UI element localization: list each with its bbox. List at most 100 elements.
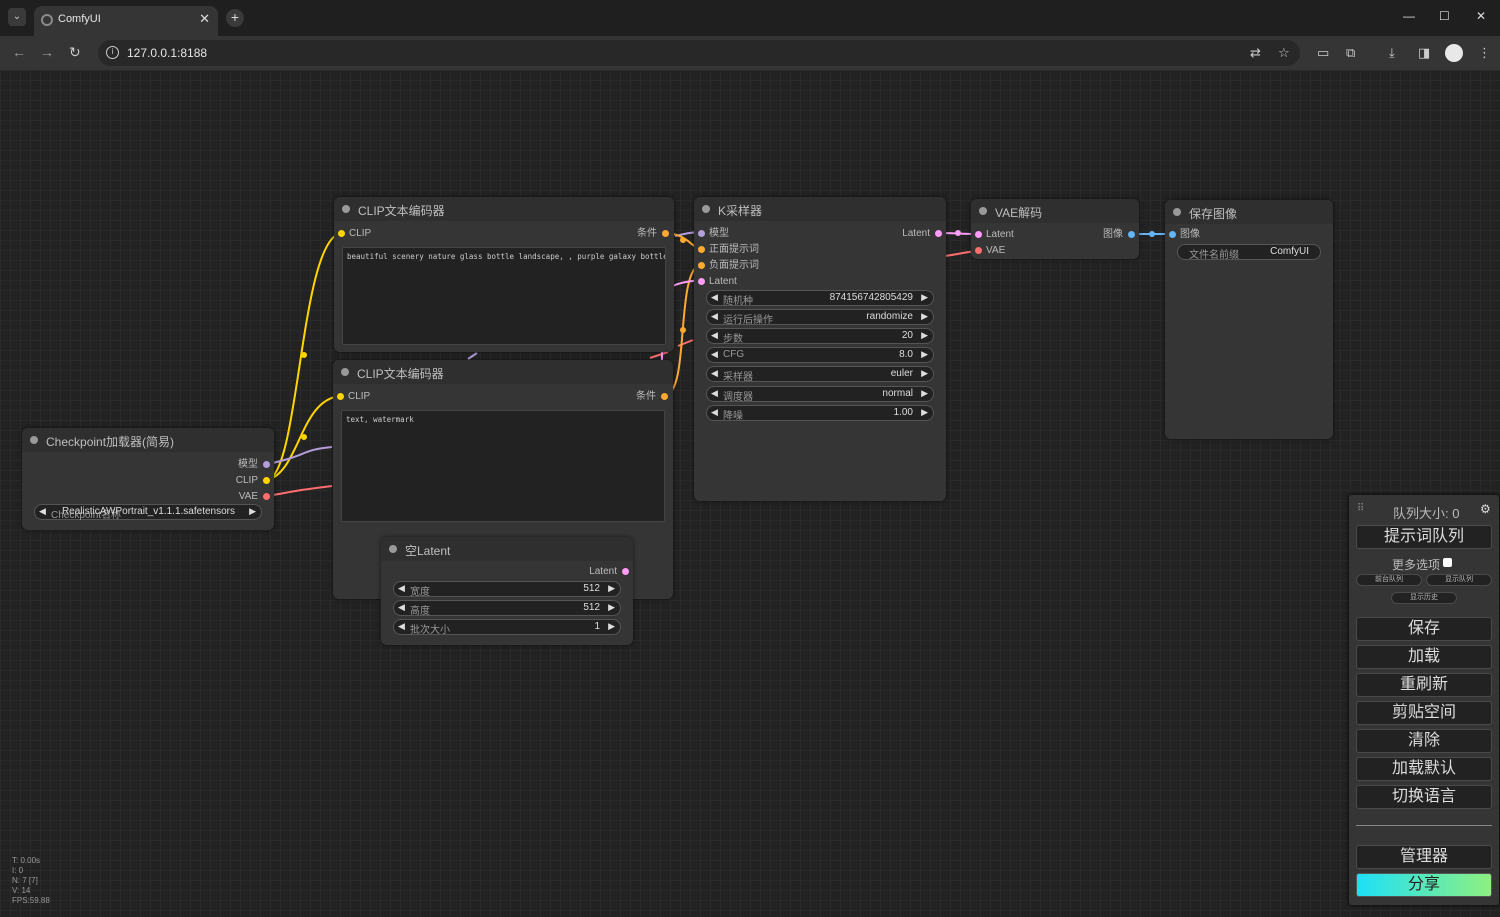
node-header[interactable]: 空Latent [381,537,633,561]
maximize-button[interactable]: ☐ [1439,9,1450,23]
manager-button[interactable]: 管理器 [1356,845,1492,869]
batch-size-widget[interactable]: ◀ 批次大小 1 ▶ [393,619,621,636]
site-info-icon[interactable]: i [106,46,119,59]
arrow-left-icon[interactable]: ◀ [711,330,718,340]
node-header[interactable]: CLIP文本编码器 [334,197,674,221]
minimize-button[interactable]: — [1403,9,1415,23]
output-pin-vae[interactable] [263,493,270,500]
input-pin-negative[interactable] [698,262,705,269]
control-after-generate-widget[interactable]: ◀ 运行后操作 randomize ▶ [706,309,934,326]
input-pin-vae[interactable] [975,247,982,254]
side-panel-icon[interactable]: ◨ [1418,45,1431,60]
node-header[interactable]: 保存图像 [1165,200,1333,224]
arrow-right-icon[interactable]: ▶ [921,311,928,321]
more-options-checkbox[interactable] [1443,558,1452,567]
arrow-left-icon[interactable]: ◀ [711,311,718,321]
sampler-widget[interactable]: ◀ 采样器 euler ▶ [706,366,934,383]
queue-prompt-button[interactable]: 提示词队列 [1356,525,1492,549]
arrow-right-icon[interactable]: ▶ [921,292,928,302]
node-ksampler[interactable]: K采样器 模型 正面提示词 负面提示词 Latent Latent ◀ 随机种 … [694,197,946,501]
scheduler-widget[interactable]: ◀ 调度器 normal ▶ [706,386,934,403]
arrow-left-icon[interactable]: ◀ [398,621,405,631]
arrow-right-icon[interactable]: ▶ [921,349,928,359]
reload-button[interactable]: ↻ [69,44,81,60]
arrow-right-icon[interactable]: ▶ [921,368,928,378]
steps-widget[interactable]: ◀ 步数 20 ▶ [706,328,934,345]
seed-widget[interactable]: ◀ 随机种 874156742805429 ▶ [706,290,934,307]
arrow-left-icon[interactable]: ◀ [711,368,718,378]
cfg-widget[interactable]: ◀ CFG 8.0 ▶ [706,347,934,363]
width-widget[interactable]: ◀ 宽度 512 ▶ [393,581,621,598]
arrow-right-icon[interactable]: ▶ [921,407,928,417]
node-header[interactable]: Checkpoint加载器(简易) [22,428,274,452]
node-collapse-dot[interactable] [30,436,38,444]
arrow-left-icon[interactable]: ◀ [711,388,718,398]
denoise-widget[interactable]: ◀ 降噪 1.00 ▶ [706,405,934,422]
forward-button[interactable]: → [40,44,54,60]
output-pin-latent[interactable] [622,568,629,575]
node-collapse-dot[interactable] [702,205,710,213]
output-pin-model[interactable] [263,461,270,468]
share-button[interactable]: 分享 [1356,873,1492,897]
new-tab-button[interactable]: + [226,9,244,27]
node-header[interactable]: VAE解码 [971,199,1139,223]
translate-icon[interactable]: ⇄ [1250,45,1261,60]
load-default-button[interactable]: 加载默认 [1356,757,1492,781]
arrow-right-icon[interactable]: ▶ [608,583,615,593]
arrow-left-icon[interactable]: ◀ [711,349,718,359]
arrow-left-icon[interactable]: ◀ [398,602,405,612]
clear-button[interactable]: 清除 [1356,729,1492,753]
node-save-image[interactable]: 保存图像 图像 文件名前缀 ComfyUI [1165,200,1333,439]
input-pin-positive[interactable] [698,246,705,253]
node-checkpoint-loader[interactable]: Checkpoint加载器(简易) 模型 CLIP VAE ◀ Checkpoi… [22,428,274,530]
ckpt-name-combo[interactable]: ◀ Checkpoint名称 RealisticAWPortrait_v1.1.… [34,504,262,521]
input-pin-latent[interactable] [975,231,982,238]
settings-gear-icon[interactable]: ⚙ [1480,502,1491,516]
input-pin-clip[interactable] [337,393,344,400]
bookmark-star-icon[interactable]: ☆ [1278,45,1290,60]
arrow-right-icon[interactable]: ▶ [608,602,615,612]
node-header[interactable]: CLIP文本编码器 [333,360,673,384]
switch-language-button[interactable]: 切换语言 [1356,785,1492,809]
arrow-left-icon[interactable]: ◀ [711,292,718,302]
node-header[interactable]: K采样器 [694,197,946,221]
output-pin-image[interactable] [1128,231,1135,238]
load-button[interactable]: 加载 [1356,645,1492,669]
tab-close-icon[interactable]: ✕ [199,11,210,26]
node-empty-latent[interactable]: 空Latent Latent ◀ 宽度 512 ▶ ◀ 高度 512 ▶ ◀ 批… [381,537,633,645]
input-pin-model[interactable] [698,230,705,237]
arrow-right-icon[interactable]: ▶ [921,388,928,398]
close-window-button[interactable]: ✕ [1476,9,1487,23]
node-collapse-dot[interactable] [341,368,349,376]
output-pin-conditioning[interactable] [662,230,669,237]
browser-menu-icon[interactable]: ⋮ [1478,45,1491,60]
arrow-left-icon[interactable]: ◀ [398,583,405,593]
refresh-button[interactable]: 重刷新 [1356,673,1492,697]
node-vae-decode[interactable]: VAE解码 Latent VAE 图像 [971,199,1139,259]
height-widget[interactable]: ◀ 高度 512 ▶ [393,600,621,617]
input-pin-clip[interactable] [338,230,345,237]
arrow-left-icon[interactable]: ◀ [39,506,46,516]
address-bar[interactable]: i 127.0.0.1:8188 ⇄ ☆ [98,40,1300,66]
queue-front-button[interactable]: 前台队列 [1356,574,1422,586]
extensions-puzzle-icon[interactable]: ⧉ [1346,45,1356,60]
input-pin-image[interactable] [1169,231,1176,238]
node-clip-text-encode-positive[interactable]: CLIP文本编码器 CLIP 条件 beautiful scenery natu… [334,197,674,352]
output-pin-latent[interactable] [935,230,942,237]
view-queue-button[interactable]: 显示队列 [1426,574,1492,586]
arrow-left-icon[interactable]: ◀ [711,407,718,417]
output-pin-conditioning[interactable] [661,393,668,400]
input-pin-latent[interactable] [698,278,705,285]
node-collapse-dot[interactable] [1173,208,1181,216]
profile-avatar[interactable] [1445,44,1463,62]
download-icon[interactable]: ⤓ [1389,45,1395,60]
prompt-textarea[interactable]: beautiful scenery nature glass bottle la… [342,247,666,345]
arrow-right-icon[interactable]: ▶ [249,506,256,516]
extension-monitor-icon[interactable]: ▭ [1317,45,1330,60]
arrow-right-icon[interactable]: ▶ [921,330,928,340]
tab-list-button[interactable]: ⌄ [8,8,26,26]
node-collapse-dot[interactable] [979,207,987,215]
clipspace-button[interactable]: 剪贴空间 [1356,701,1492,725]
arrow-right-icon[interactable]: ▶ [608,621,615,631]
view-history-button[interactable]: 显示历史 [1391,592,1457,604]
